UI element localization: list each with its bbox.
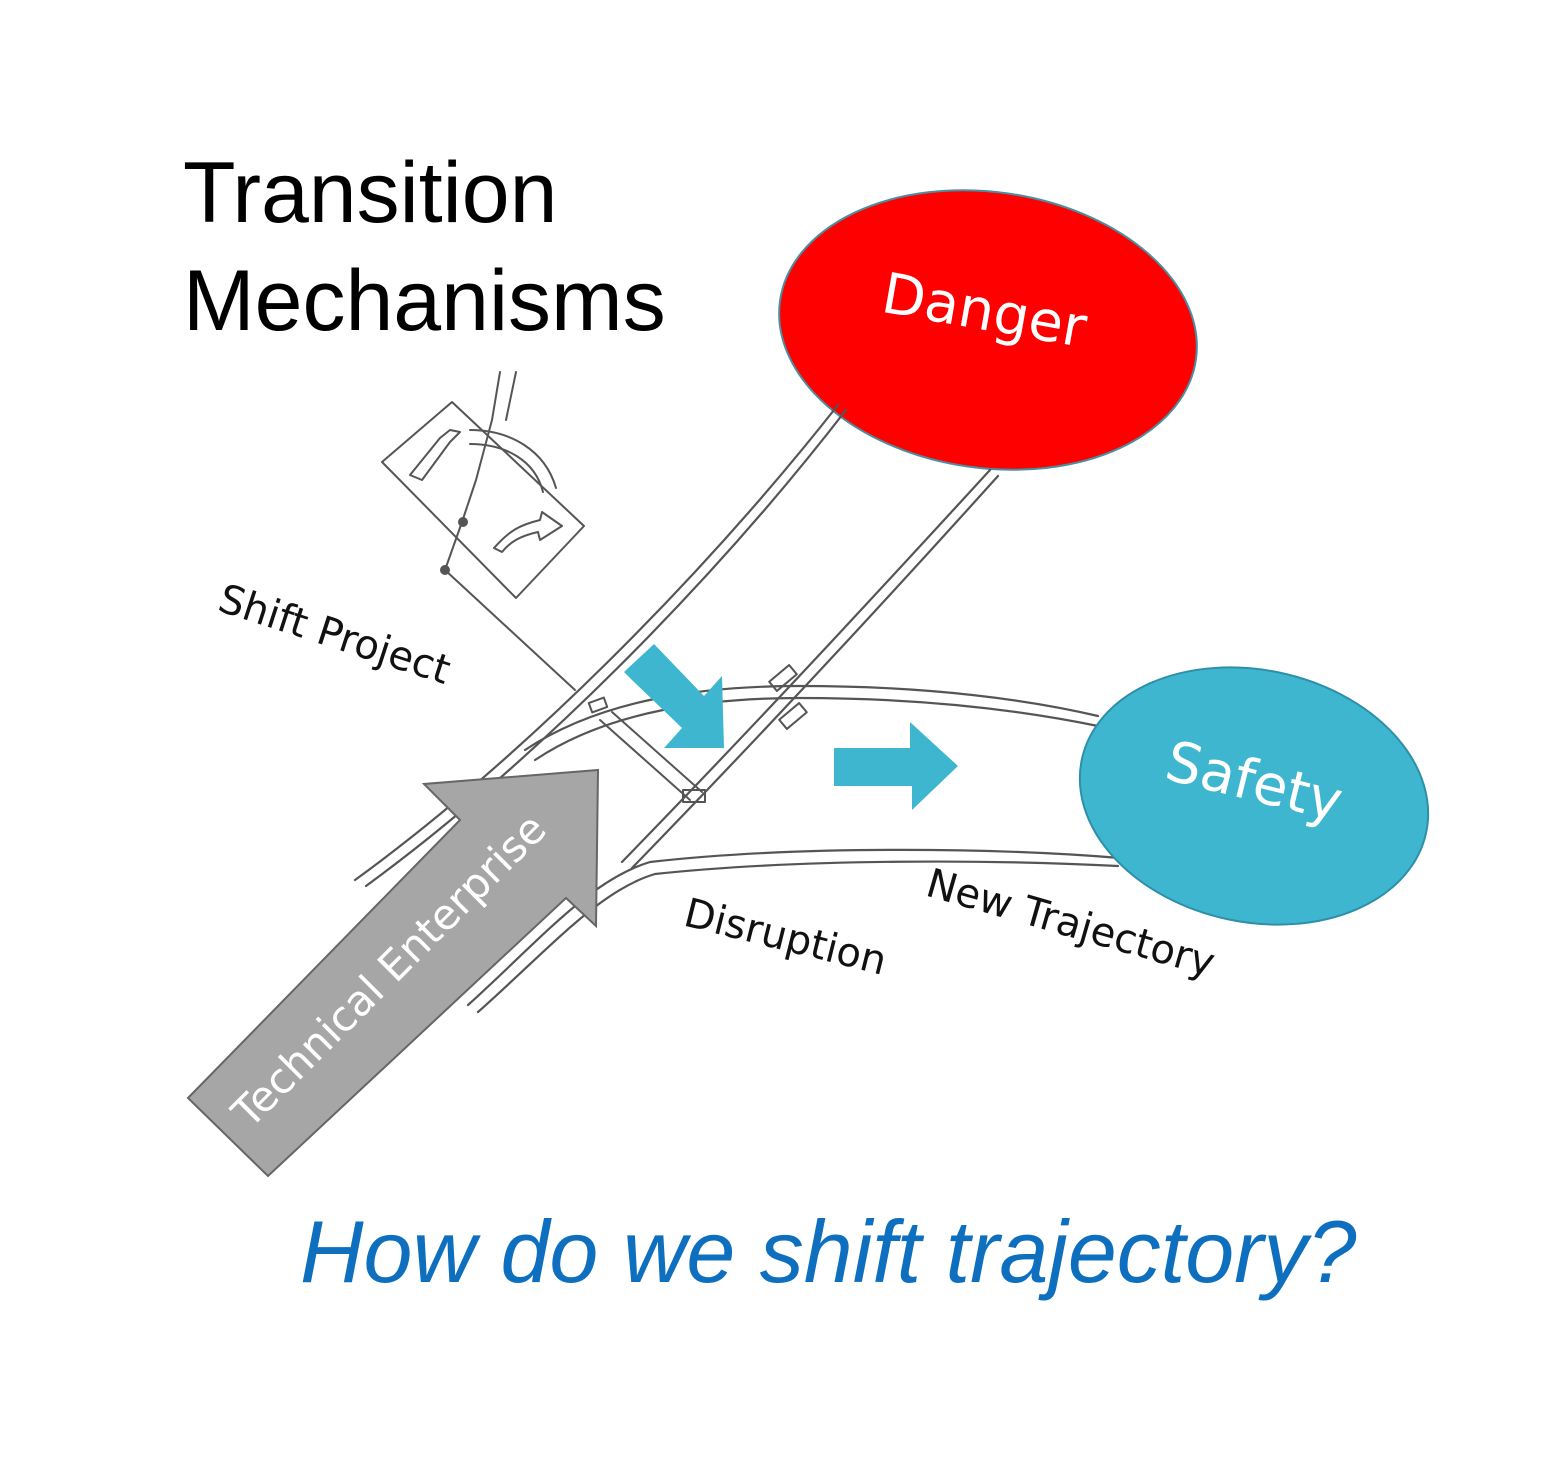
disruption-label: Disruption	[680, 890, 892, 985]
danger-track	[353, 403, 1000, 888]
new-trajectory-track	[466, 848, 1122, 1014]
technical-enterprise-arrow	[186, 768, 600, 1178]
shift-down-arrow	[624, 644, 724, 748]
shift-project-sketch	[381, 371, 585, 691]
junction-pieces	[587, 664, 808, 803]
safety-node	[1078, 666, 1430, 926]
title-line-2: Mechanisms	[183, 253, 666, 349]
shift-track	[523, 684, 1100, 762]
sketch-dot-1	[458, 517, 468, 527]
title-line-1: Transition	[183, 145, 557, 241]
shift-project-label: Shift Project	[213, 576, 456, 694]
shift-right-arrow	[834, 722, 958, 810]
danger-node	[778, 189, 1198, 471]
trajectory-question: How do we shift trajectory?	[300, 1202, 1356, 1301]
